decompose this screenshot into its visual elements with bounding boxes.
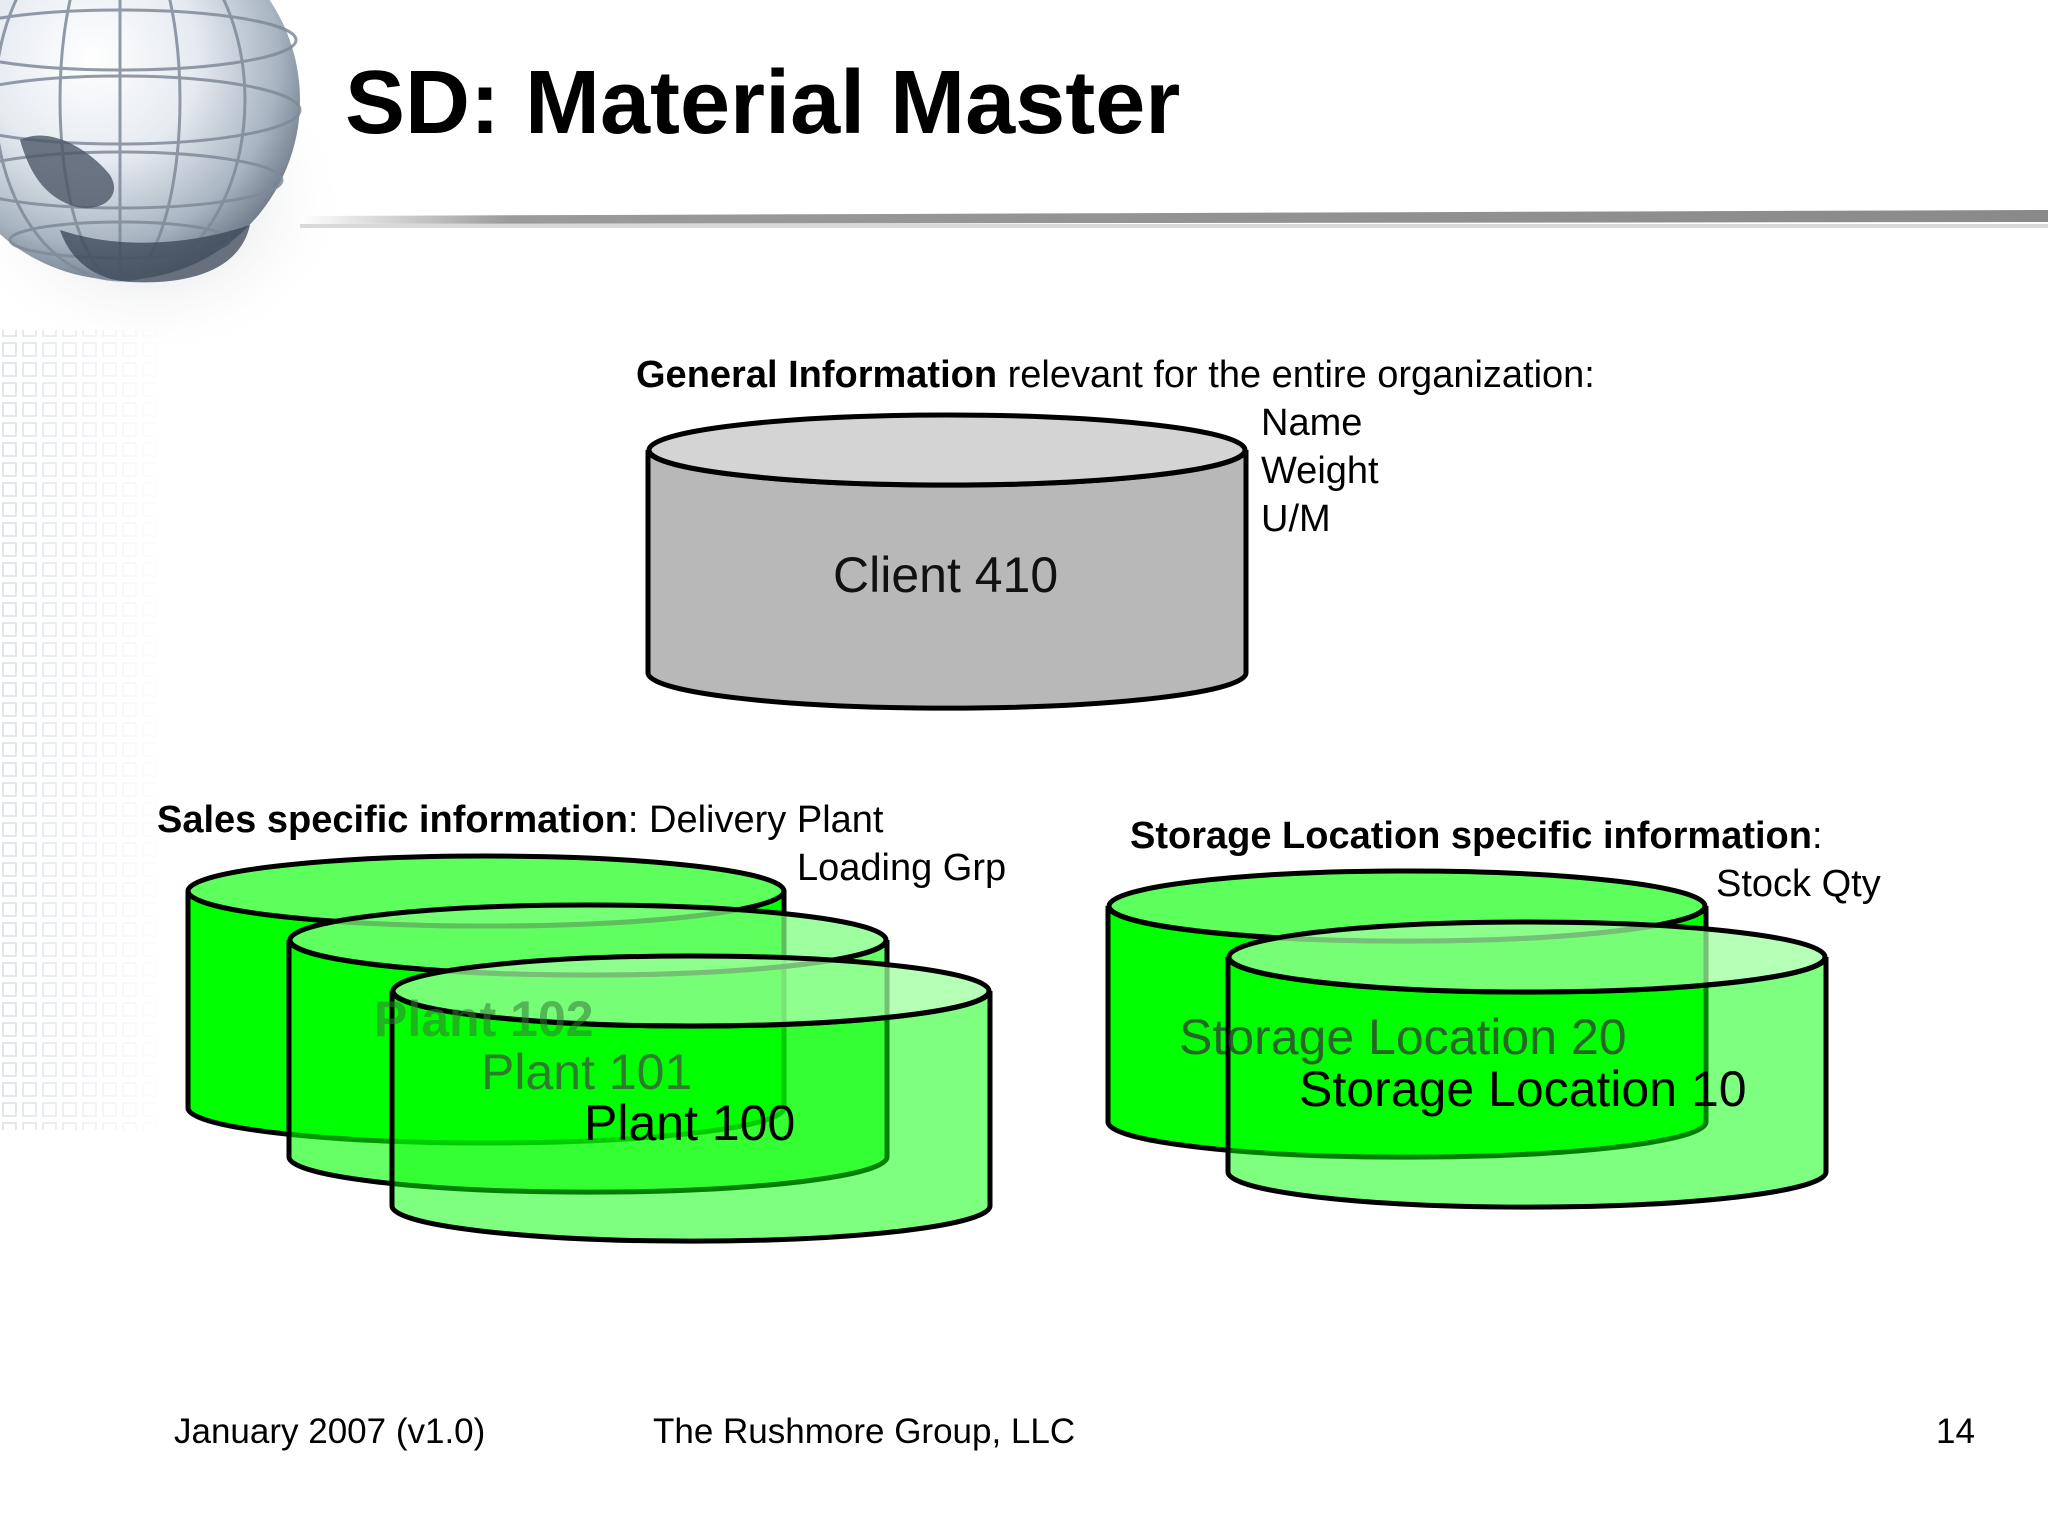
footer-page-number: 14	[1936, 1412, 1975, 1451]
slide-title: SD: Material Master	[345, 53, 1181, 153]
client-cylinder	[645, 412, 1249, 711]
sales-field-loading-grp: Loading Grp	[797, 847, 1007, 889]
general-info-heading-rest: relevant for the entire organization:	[997, 354, 1595, 396]
client-cylinder-label: Client 410	[833, 547, 1059, 603]
storage-info-heading: Storage Location specific information:	[1130, 814, 1823, 860]
storage-location-10-label: Storage Location 10	[1299, 1061, 1747, 1117]
title-rule	[300, 210, 2048, 224]
general-info-heading-bold: General Information	[636, 354, 998, 396]
general-field-weight: Weight	[1261, 450, 1379, 492]
sales-info-heading-rest: : Delivery Plant	[627, 799, 884, 841]
plant-101-label: Plant 101	[481, 1044, 693, 1100]
storage-location-20-label: Storage Location 20	[1179, 1009, 1627, 1065]
plant-102-label: Plant 102	[374, 991, 594, 1047]
general-field-um: U/M	[1261, 498, 1331, 540]
plant-100-label: Plant 100	[584, 1095, 796, 1151]
storage-info-heading-bold: Storage Location specific information	[1130, 815, 1812, 857]
title-rule-shadow	[300, 224, 2048, 228]
storage-field-stock-qty: Stock Qty	[1716, 863, 1881, 905]
plant-100-cylinder	[389, 953, 993, 1244]
sales-info-heading: Sales specific information: Delivery Pla…	[157, 798, 883, 844]
general-info-heading: General Information relevant for the ent…	[636, 353, 1595, 399]
sales-info-heading-bold: Sales specific information	[157, 799, 628, 841]
footer-date: January 2007 (v1.0)	[174, 1412, 486, 1451]
storage-info-heading-rest: :	[1811, 815, 1823, 857]
globe-logo-icon	[0, 0, 350, 360]
footer-company: The Rushmore Group, LLC	[653, 1412, 1076, 1451]
storage-location-10-cylinder	[1225, 919, 1829, 1210]
general-field-name: Name	[1261, 402, 1363, 444]
background-grid	[0, 330, 170, 1130]
